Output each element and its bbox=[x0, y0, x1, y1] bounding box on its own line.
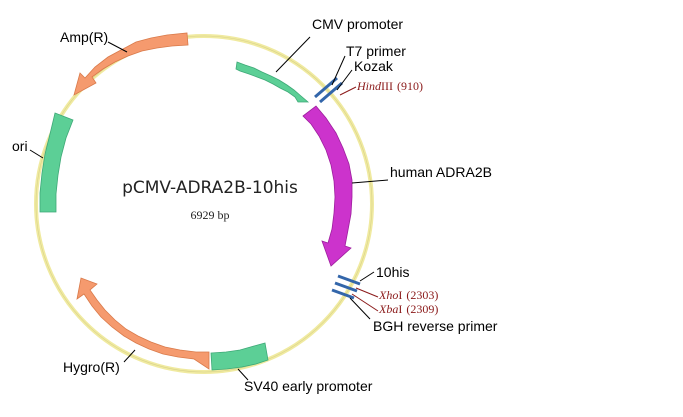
t7-kozak-marks: T7 primer Kozak bbox=[314, 43, 406, 104]
hindiii-enzyme: Hind bbox=[356, 79, 382, 93]
hygro-r-label: Hygro(R) bbox=[63, 359, 120, 375]
ori-label: ori bbox=[12, 138, 28, 154]
t7-primer-label: T7 primer bbox=[346, 43, 406, 59]
his10-label: 10his bbox=[376, 264, 409, 280]
plasmid-size: 6929 bp bbox=[191, 208, 230, 222]
hygro-r-feature: Hygro(R) bbox=[63, 277, 210, 375]
xbai-position: (2309) bbox=[406, 302, 438, 316]
ori-feature: ori bbox=[12, 112, 74, 213]
xbai-suffix: I bbox=[398, 302, 402, 316]
cmv-promoter-feature: CMV promoter bbox=[235, 16, 403, 103]
cmv-promoter-label: CMV promoter bbox=[312, 16, 403, 32]
hindiii-site: HindIII (910) bbox=[339, 79, 423, 96]
hindiii-site-label: HindIII (910) bbox=[356, 79, 423, 93]
amp-r-label: Amp(R) bbox=[60, 29, 108, 45]
sv40-early-promoter-label: SV40 early promoter bbox=[244, 378, 373, 394]
sv40-early-promoter-feature: SV40 early promoter bbox=[210, 342, 373, 394]
xhoi-enzyme: Xho bbox=[378, 288, 398, 302]
xhoi-xbai-sites: XhoI (2303) XbaI (2309) bbox=[351, 287, 438, 316]
kozak-label: Kozak bbox=[354, 58, 394, 74]
xhoi-suffix: I bbox=[398, 288, 402, 302]
hindiii-position: (910) bbox=[397, 79, 423, 93]
amp-r-feature: Amp(R) bbox=[60, 29, 189, 96]
bgh-reverse-primer-label: BGH reverse primer bbox=[373, 318, 498, 334]
xbai-site-label: XbaI (2309) bbox=[378, 302, 438, 316]
human-adra2b-feature: human ADRA2B bbox=[302, 105, 492, 267]
his10-bgh-marks: 10his BGH reverse primer bbox=[331, 264, 498, 334]
xhoi-site-label: XhoI (2303) bbox=[378, 288, 438, 302]
plasmid-name: pCMV-ADRA2B-10his bbox=[122, 178, 298, 198]
xbai-enzyme: Xba bbox=[378, 302, 398, 316]
plasmid-backbone-outline bbox=[35, 35, 373, 373]
xhoi-position: (2303) bbox=[406, 288, 438, 302]
hindiii-suffix: III bbox=[381, 79, 393, 93]
human-adra2b-label: human ADRA2B bbox=[390, 164, 492, 180]
